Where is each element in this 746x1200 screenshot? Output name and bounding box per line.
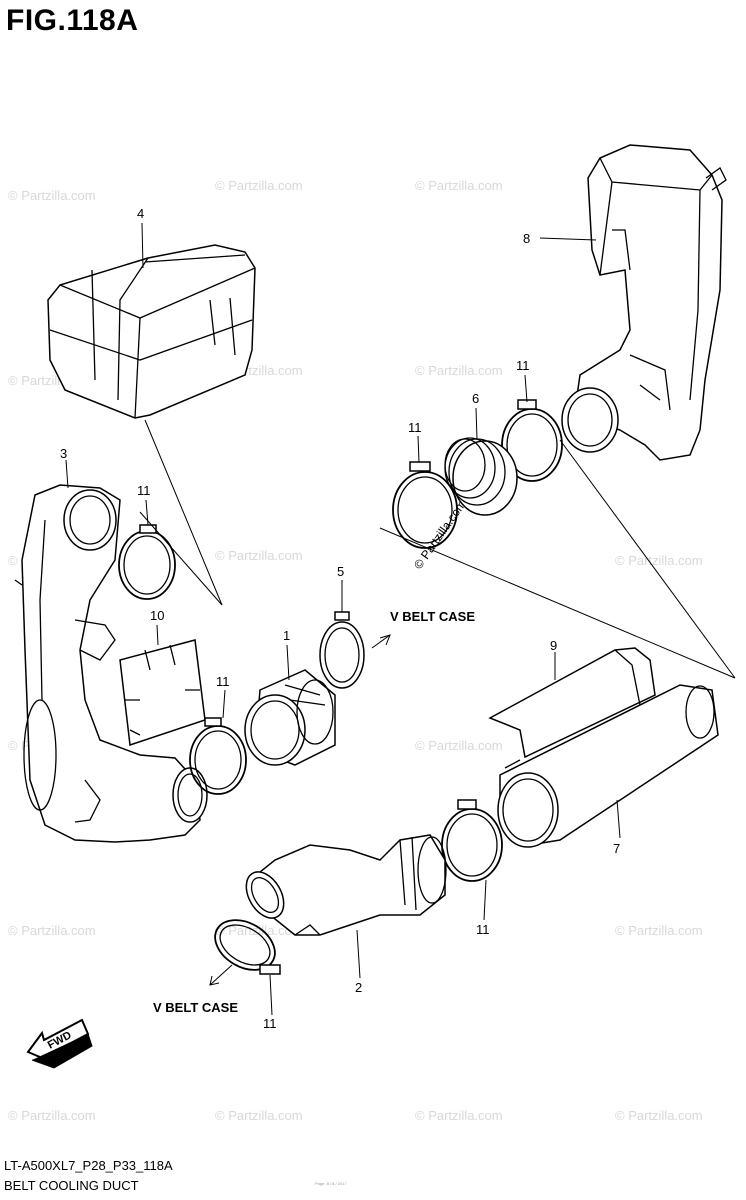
callout-1: 1 (283, 628, 290, 643)
footer-small-text: Page: 8 / 8 / 2017 (315, 1181, 347, 1186)
part-10-pad (119, 639, 206, 747)
part-11-clamp-d (501, 399, 563, 482)
callout-7: 7 (613, 841, 620, 856)
watermark: © Partzilla.com (415, 178, 503, 193)
part-11-clamp-b (189, 717, 247, 795)
watermark: © Partzilla.com (8, 188, 96, 203)
watermark: © Partzilla.com (215, 178, 303, 193)
part-11-clamp-c (392, 461, 458, 549)
part-1-joint (244, 669, 336, 766)
callout-11-bottom: 11 (263, 1016, 277, 1031)
watermark: © Partzilla.com (8, 1108, 96, 1123)
part-2-lower-duct (245, 834, 447, 936)
part-11-clamp-a (118, 524, 176, 600)
callouts: 4 8 11 6 11 3 11 5 10 1 11 9 7 11 2 11 (60, 206, 620, 1031)
part-6-coupling (444, 437, 518, 516)
part-5-seal (319, 611, 365, 689)
watermark: © Partzilla.com (415, 738, 503, 753)
watermark: © Partzilla.com (415, 363, 503, 378)
leader-lines (65, 222, 736, 1016)
part-11-clamp-e (441, 799, 503, 882)
callout-10: 10 (150, 608, 164, 623)
callout-8: 8 (523, 231, 530, 246)
watermark: © Partzilla.com (615, 553, 703, 568)
figure-title: FIG.118A (6, 4, 139, 37)
part-4-cover (47, 244, 256, 419)
watermark: © Partzilla.com (215, 923, 303, 938)
watermark: © Partzilla.com (615, 923, 703, 938)
watermark: © Partzilla.com (8, 923, 96, 938)
callout-9: 9 (550, 638, 557, 653)
callout-6: 6 (472, 391, 479, 406)
part-11-clamp-f (214, 919, 281, 975)
part-7-tube (497, 684, 719, 848)
watermark: © Partzilla.com (615, 1108, 703, 1123)
fwd-arrow-icon: FWD (26, 1018, 93, 1069)
callout-5: 5 (337, 564, 344, 579)
model-code: LT-A500XL7_P28_P33_118A (4, 1158, 173, 1173)
watermark: © Partzilla.com (415, 1108, 503, 1123)
watermark: © Partzilla.com (215, 1108, 303, 1123)
v-belt-case-label-lower: V BELT CASE (153, 1000, 238, 1015)
figure-caption: BELT COOLING DUCT (4, 1178, 139, 1193)
part-3-left-duct (14, 484, 208, 843)
watermark: © Partzilla.com (215, 548, 303, 563)
callout-2: 2 (355, 980, 362, 995)
part-9-shield (488, 647, 656, 759)
callout-3: 3 (60, 446, 67, 461)
callout-11-lower-right: 11 (476, 922, 490, 937)
callout-11-left: 11 (137, 483, 151, 498)
callout-4: 4 (137, 206, 144, 221)
watermark-rotated: © Partzilla.com (411, 497, 469, 571)
callout-11-mid-left: 11 (216, 674, 230, 689)
callout-11-upper-mid: 11 (408, 420, 422, 435)
callout-11-upper-right: 11 (516, 358, 530, 373)
part-8-upper-duct (561, 144, 727, 461)
v-belt-case-label-upper: V BELT CASE (390, 609, 475, 624)
